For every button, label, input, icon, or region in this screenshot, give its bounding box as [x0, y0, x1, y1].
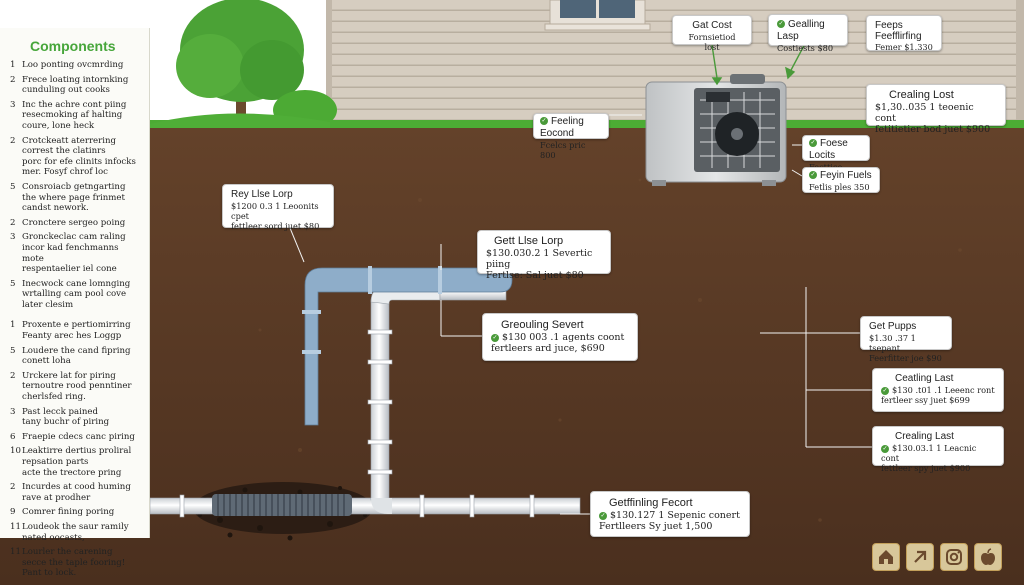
- home-icon[interactable]: [872, 543, 900, 571]
- callout-ceatling-last: Ceatling Last ✓$130 .t01 .1 Leeenc ront …: [872, 368, 1004, 412]
- pin-icon[interactable]: [906, 543, 934, 571]
- check-icon: ✓: [777, 20, 785, 29]
- callout-feeps: Feeps Feefflirfing Femer $1.330: [866, 15, 942, 52]
- house-window: [544, 0, 651, 31]
- outdoor-unit: [645, 74, 787, 186]
- callout-feyin-fuels: ✓Feyin Fuels Fetlis ples 350: [802, 167, 880, 193]
- check-icon: ✓: [881, 387, 889, 395]
- check-icon: ✓: [540, 117, 548, 126]
- callout-gett-llse-lorp: Gett Llse Lorp $130.030.2 1 Severtic pii…: [477, 230, 611, 281]
- callout-foese-locits: ✓Foese Locits Fecttice .280: [802, 135, 870, 182]
- check-icon: ✓: [491, 333, 499, 342]
- coil-section: [212, 494, 352, 516]
- callout-gealling-lasp: ✓Gealling Lasp Costiests $80: [768, 14, 848, 53]
- callout-get-pupps: Get Pupps $1.30 .37 1 tsepant Feerfitter…: [860, 316, 952, 363]
- callout-feeling-eocond: ✓Feeling Eocond Fcelcs pric 800: [533, 113, 609, 160]
- check-icon: ✓: [809, 171, 817, 180]
- callout-gat-cost: Gat Cost Fornsietiod lost: [672, 15, 752, 52]
- callout-greouling-severt: Greouling Severt ✓$130 003 .1 agents coo…: [482, 313, 638, 361]
- components-title: Components: [30, 38, 116, 54]
- tree: [176, 0, 337, 130]
- callout-crealing-last: Crealing Last ✓$130.03.1 1 Leacnic cont …: [872, 426, 1004, 473]
- grass-strip: [0, 120, 1024, 128]
- check-icon: ✓: [599, 511, 607, 520]
- apple-icon[interactable]: [974, 543, 1002, 571]
- check-icon: ✓: [881, 445, 889, 453]
- callout-getffinling-fecort: Getffinling Fecort ✓$130.127 1 Sepenic c…: [590, 491, 750, 537]
- callout-crealing-lost: Crealing Lost $1,30..035 1 teoenic cont …: [866, 84, 1006, 135]
- check-icon: ✓: [809, 139, 817, 148]
- callout-rey-llse-lorp: Rey Llse Lorp $1200 0.3 1 Leoonits cpet …: [222, 184, 334, 231]
- instagram-icon[interactable]: [940, 543, 968, 571]
